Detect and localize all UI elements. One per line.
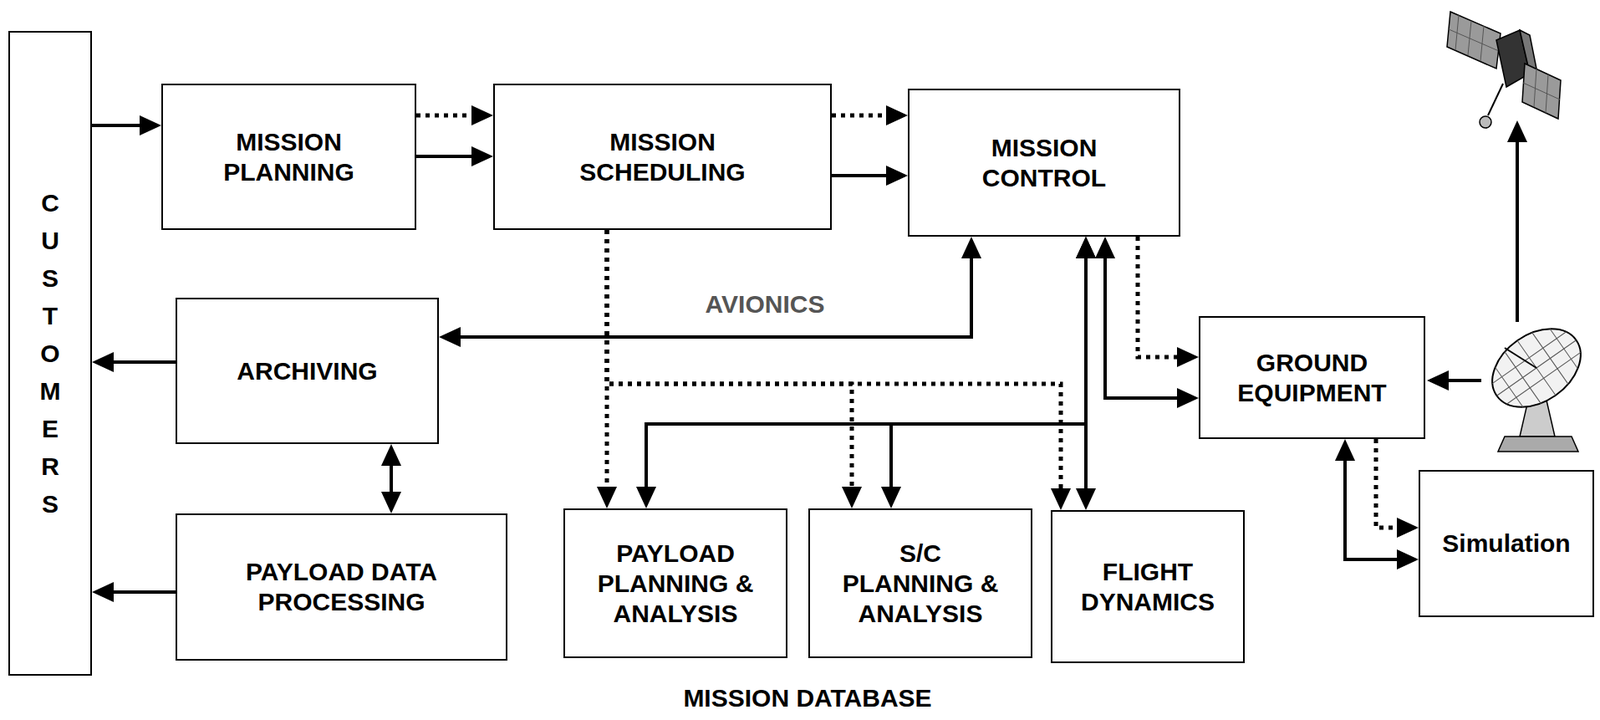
antenna-tip	[1479, 116, 1492, 128]
solar-panel	[1447, 11, 1501, 69]
process-box: PAYLOAD PLANNING & ANALYSIS	[563, 508, 788, 658]
box-label: MISSION CONTROL	[952, 132, 1137, 194]
process-box: MISSION SCHEDULING	[493, 83, 832, 230]
dish-feed	[1504, 347, 1537, 368]
box-label: FLIGHT DYNAMICS	[1064, 556, 1232, 617]
dish-base	[1498, 436, 1579, 452]
process-box: PAYLOAD DATA PROCESSING	[175, 513, 508, 661]
satellite-icon	[1447, 11, 1561, 128]
box-label: Simulation	[1442, 528, 1570, 559]
box-label: ARCHIVING	[236, 356, 378, 387]
data-flow-arrow	[98, 360, 176, 364]
solar-panel	[1522, 63, 1561, 119]
panel-grid	[1448, 15, 1499, 62]
antenna	[1487, 83, 1504, 116]
process-box: S/C PLANNING & ANALYSIS	[808, 508, 1033, 658]
dish-face	[1477, 312, 1596, 423]
process-box: GROUND EQUIPMENT	[1198, 315, 1426, 439]
region-label: AVIONICS	[705, 289, 826, 320]
downlink-arrow	[1433, 378, 1482, 383]
box-label: MISSION SCHEDULING	[554, 127, 772, 188]
process-box: MISSION PLANNING	[161, 83, 417, 230]
panel-grid	[1523, 68, 1560, 113]
uplink-arrow	[1515, 127, 1519, 322]
data-flow-arrow	[91, 123, 155, 128]
process-box: MISSION CONTROL	[907, 88, 1181, 237]
box-label: S/C PLANNING & ANALYSIS	[835, 538, 1007, 629]
process-box: ARCHIVING	[175, 297, 439, 444]
simulation-box: Simulation	[1418, 469, 1595, 617]
data-flow-arrow	[98, 590, 176, 594]
box-label: PAYLOAD DATA PROCESSING	[224, 556, 459, 617]
box-label: MISSION PLANNING	[197, 127, 382, 188]
customer-box: CUSTOMERS	[8, 30, 92, 676]
box-label: PAYLOAD PLANNING & ANALYSIS	[587, 538, 764, 629]
region-label: MISSION DATABASE	[682, 682, 932, 714]
dish-grid	[1477, 312, 1596, 423]
process-box: FLIGHT DYNAMICS	[1050, 509, 1245, 663]
box-label: CUSTOMERS	[37, 183, 63, 523]
box-label: GROUND EQUIPMENT	[1220, 347, 1405, 408]
dish-antenna-icon	[1477, 312, 1596, 452]
